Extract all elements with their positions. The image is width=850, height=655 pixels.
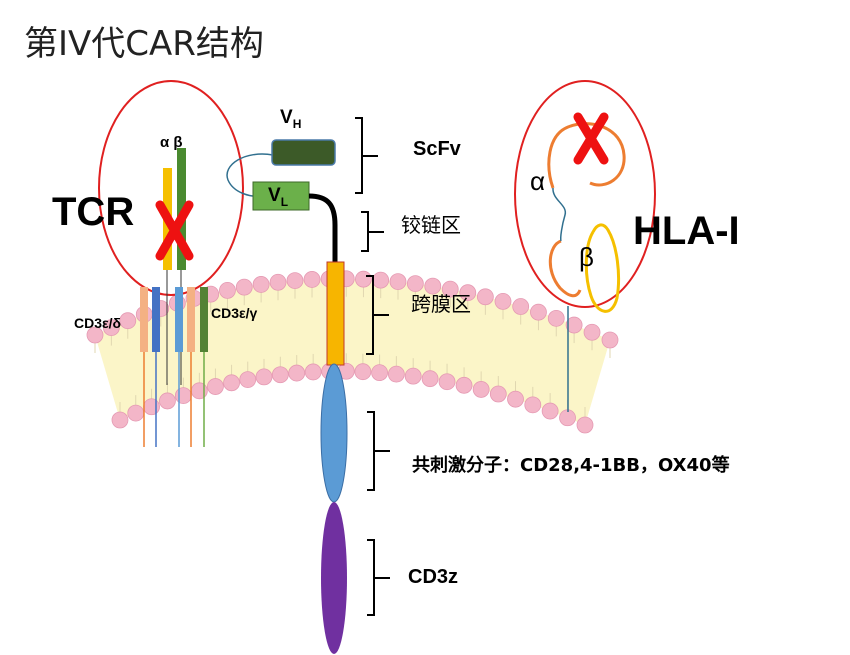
region-brackets [355,117,390,616]
lipid-head [576,416,594,434]
lipid-head [441,280,459,298]
lipid-head [524,396,542,414]
lipid-head [86,326,104,344]
lipid-head [252,276,270,293]
lipid-head [354,363,372,381]
lipid-head [547,309,565,327]
cd3-gamma [175,287,183,352]
vl-label: VL [268,185,288,209]
lipid-head [223,374,240,392]
lipid-head [271,366,289,384]
cd3-epsilon-right [187,287,195,352]
costimulatory-domain [320,363,348,503]
bracket-costim [367,411,390,491]
lipid-head [559,409,576,427]
lipid-head [512,298,530,315]
lipid-head [143,398,160,416]
hla-alpha-label: α [530,166,545,196]
vl-domain [252,181,310,211]
lipid-head [424,277,442,295]
bracket-transmembrane [366,275,389,355]
cell-membrane [86,270,619,434]
lipid-head [455,376,473,394]
cd3z-domain [321,502,347,654]
hla-i-complex: α β HLA-I [514,80,740,412]
hla-cross-icon [573,112,609,165]
lipid-head [404,367,422,385]
lipid-head [387,365,405,383]
lipid-head [389,273,407,291]
hla-label: HLA-I [633,209,740,253]
lipid-head [219,281,236,299]
lipid-head [269,273,287,291]
lipid-head [438,373,456,391]
cd3-left-label: CD3ε/δ [74,315,121,331]
cd3-delta [152,287,160,352]
scfv-label: ScFv [413,138,462,160]
bracket-hinge [361,211,384,252]
tcr-alpha-beta-label: α β [160,134,183,151]
lipid-head [355,270,372,288]
lipid-head [583,323,601,341]
lipid-head [530,303,547,321]
scfv-linker [226,153,274,197]
lipid-head [255,368,273,386]
page-title: 第IV代CAR结构 [24,24,264,64]
lipid-head [304,363,322,381]
hinge-region [308,193,338,262]
lipid-head [507,390,524,408]
tcr-label: TCR [52,190,134,234]
lipid-head [421,370,439,388]
tcr-circle [98,80,244,296]
hinge-label: 铰链区 [401,213,461,237]
lipid-head [489,385,507,403]
hla-alpha3-domain [548,239,582,298]
lipid-head [476,288,494,306]
lipid-head [235,278,253,296]
lipid-head [541,402,559,420]
bracket-cd3z [367,539,390,616]
transmembrane-domain [326,261,345,366]
lipid-head [111,411,129,429]
lipid-head [565,316,583,334]
cd3-epsilon-left [140,287,148,352]
lipid-head [459,284,477,302]
lipid-head [371,364,388,382]
hla-circle [514,80,656,308]
lipid-head [207,378,224,395]
vh-domain [271,139,336,166]
hla-beta2m-domain [584,223,621,313]
lipid-head [119,312,137,330]
tcr-beta-chain [177,148,186,270]
lipid-head [190,382,208,400]
lipid-head [239,371,257,388]
bracket-scfv [355,117,378,194]
lipid-head [102,319,120,336]
cd3-epsilon-gamma [200,287,208,352]
lipid-head [472,381,490,398]
lipid-head [406,275,424,292]
lipid-head [127,404,145,422]
lipid-head [174,387,192,405]
cd3z-label: CD3z [408,566,458,588]
lipid-head [159,392,176,410]
transmembrane-label: 跨膜区 [411,292,471,316]
lipid-head [494,292,512,310]
lipid-head [372,271,390,289]
tcr-complex: TCR α β CD3ε/δ CD3ε/γ [52,80,258,447]
car-construct: VH VL [226,107,348,654]
lipid-head [286,272,304,290]
hla-beta-label: β [579,242,594,272]
lipid-head [303,271,321,288]
region-labels: ScFv 铰链区 跨膜区 共刺激分子：CD28,4-1BB，OX40等 CD3z [401,138,730,588]
lipid-head [288,364,306,382]
tcr-cross-icon [155,200,194,261]
hla-alpha-linker [552,187,567,242]
cd3-right-label: CD3ε/γ [211,305,258,321]
vh-label: VH [280,107,301,131]
costim-label: 共刺激分子：CD28,4-1BB，OX40等 [412,454,730,476]
lipid-head [601,331,619,349]
